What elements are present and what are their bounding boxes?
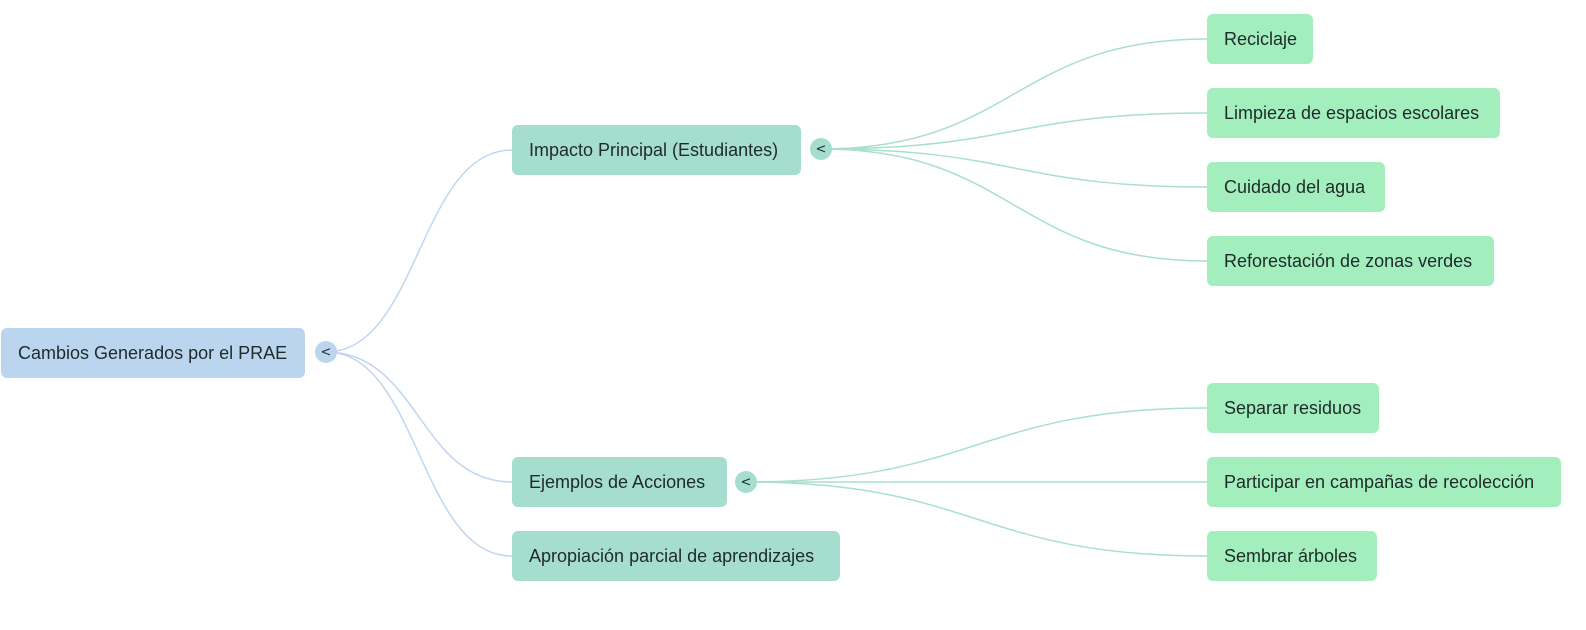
leaf-node-reciclaje[interactable]: Reciclaje bbox=[1207, 14, 1313, 64]
leaf-node-label: Reforestación de zonas verdes bbox=[1224, 250, 1473, 271]
branch-to-leaf-connector bbox=[820, 112, 1208, 150]
root-to-branch-connector bbox=[325, 149, 513, 353]
root-node[interactable]: Cambios Generados por el PRAE bbox=[1, 328, 305, 378]
leaf-node-label: Sembrar árboles bbox=[1224, 545, 1358, 566]
chevron-left-icon: < bbox=[320, 344, 332, 360]
branch-collapse-toggle-impacto[interactable]: < bbox=[810, 138, 832, 160]
leaf-node-reforestacion[interactable]: Reforestación de zonas verdes bbox=[1207, 236, 1494, 286]
leaf-node-limpieza[interactable]: Limpieza de espacios escolares bbox=[1207, 88, 1500, 138]
leaf-node-label: Separar residuos bbox=[1224, 397, 1362, 418]
chevron-left-icon: < bbox=[740, 474, 752, 490]
branch-node-apropiacion[interactable]: Apropiación parcial de aprendizajes bbox=[512, 531, 840, 581]
branch-node-label: Apropiación parcial de aprendizajes bbox=[529, 545, 815, 566]
leaf-node-separar-residuos[interactable]: Separar residuos bbox=[1207, 383, 1379, 433]
branch-node-label: Ejemplos de Acciones bbox=[529, 471, 706, 492]
root-node-label: Cambios Generados por el PRAE bbox=[18, 342, 288, 363]
branch-to-leaf-connector bbox=[745, 481, 1208, 557]
chevron-left-icon: < bbox=[815, 141, 827, 157]
leaf-node-label: Participar en campañas de recolección bbox=[1224, 471, 1535, 492]
root-to-branch-connector bbox=[325, 351, 513, 483]
root-collapse-toggle[interactable]: < bbox=[315, 341, 337, 363]
leaf-node-campanas[interactable]: Participar en campañas de recolección bbox=[1207, 457, 1561, 507]
leaf-node-label: Limpieza de espacios escolares bbox=[1224, 102, 1480, 123]
leaf-node-sembrar-arboles[interactable]: Sembrar árboles bbox=[1207, 531, 1377, 581]
leaf-node-label: Cuidado del agua bbox=[1224, 176, 1366, 197]
root-to-branch-connector bbox=[325, 351, 513, 557]
branch-node-ejemplos-acciones[interactable]: Ejemplos de Acciones bbox=[512, 457, 727, 507]
branch-collapse-toggle-ejemplos[interactable]: < bbox=[735, 471, 757, 493]
branch-to-leaf-connector bbox=[820, 38, 1208, 150]
branch-to-leaf-connector bbox=[820, 148, 1208, 262]
branch-to-leaf-connector bbox=[820, 148, 1208, 188]
branch-node-label: Impacto Principal (Estudiantes) bbox=[529, 139, 779, 160]
leaf-node-cuidado-agua[interactable]: Cuidado del agua bbox=[1207, 162, 1385, 212]
leaf-node-label: Reciclaje bbox=[1224, 28, 1298, 49]
branch-to-leaf-connector bbox=[745, 407, 1208, 483]
branch-node-impacto-principal[interactable]: Impacto Principal (Estudiantes) bbox=[512, 125, 801, 175]
